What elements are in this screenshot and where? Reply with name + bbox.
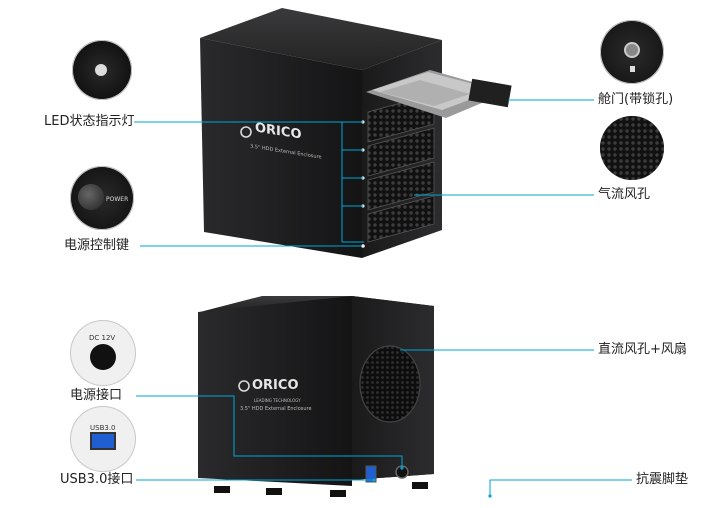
usb-port-bubble: USB3.0 — [70, 406, 136, 472]
enclosure-back-view — [198, 296, 434, 497]
enclosure-side-panel-back — [198, 296, 352, 486]
vent-holes-bubble — [600, 116, 664, 180]
usb3-port-icon — [90, 432, 116, 450]
lock-icon — [95, 64, 107, 76]
label-feet: 抗震脚垫 — [636, 472, 689, 487]
tagline-bottom: LEADING TECHNOLOGY — [254, 398, 301, 403]
vent-grille-icon — [600, 116, 664, 180]
keyhole-icon — [624, 42, 640, 58]
callout-dots — [372, 466, 492, 498]
anti-vibration-feet — [214, 482, 428, 497]
usb-label: USB3.0 — [90, 424, 116, 432]
enclosure-front-view — [200, 8, 512, 258]
label-led-indicator: LED状态指示灯 — [44, 114, 135, 129]
label-usb-port: USB3.0接口 — [60, 472, 134, 487]
dc-port-bubble: DC 12V — [70, 320, 136, 386]
enclosure-side-panel — [200, 38, 362, 258]
label-power-switch: 电源控制键 — [64, 238, 130, 253]
fan-grille — [359, 345, 421, 423]
model-text-bottom: 3.5" HDD External Enclosure — [240, 406, 312, 412]
power-button-icon — [78, 184, 104, 210]
power-button-bubble: POWER — [70, 166, 134, 230]
usb3-port — [365, 465, 377, 483]
lock-detail-bubble — [72, 40, 132, 100]
bay-door-bubble — [600, 20, 664, 84]
brand-logo-bottom: ORICO — [252, 378, 299, 393]
hdd-tray-open — [366, 70, 512, 118]
dc-label: DC 12V — [89, 334, 116, 342]
label-vent-holes: 气流风孔 — [598, 187, 651, 202]
dc-jack-icon — [90, 344, 116, 370]
lock-icon-small — [630, 66, 635, 72]
callout-lines — [134, 99, 632, 496]
label-power-port: 电源接口 — [70, 388, 123, 403]
label-fan-vent: 直流风孔+风扇 — [598, 342, 687, 357]
label-bay-door: 舱门(带锁孔) — [598, 92, 674, 107]
power-button-text: POWER — [106, 196, 129, 203]
